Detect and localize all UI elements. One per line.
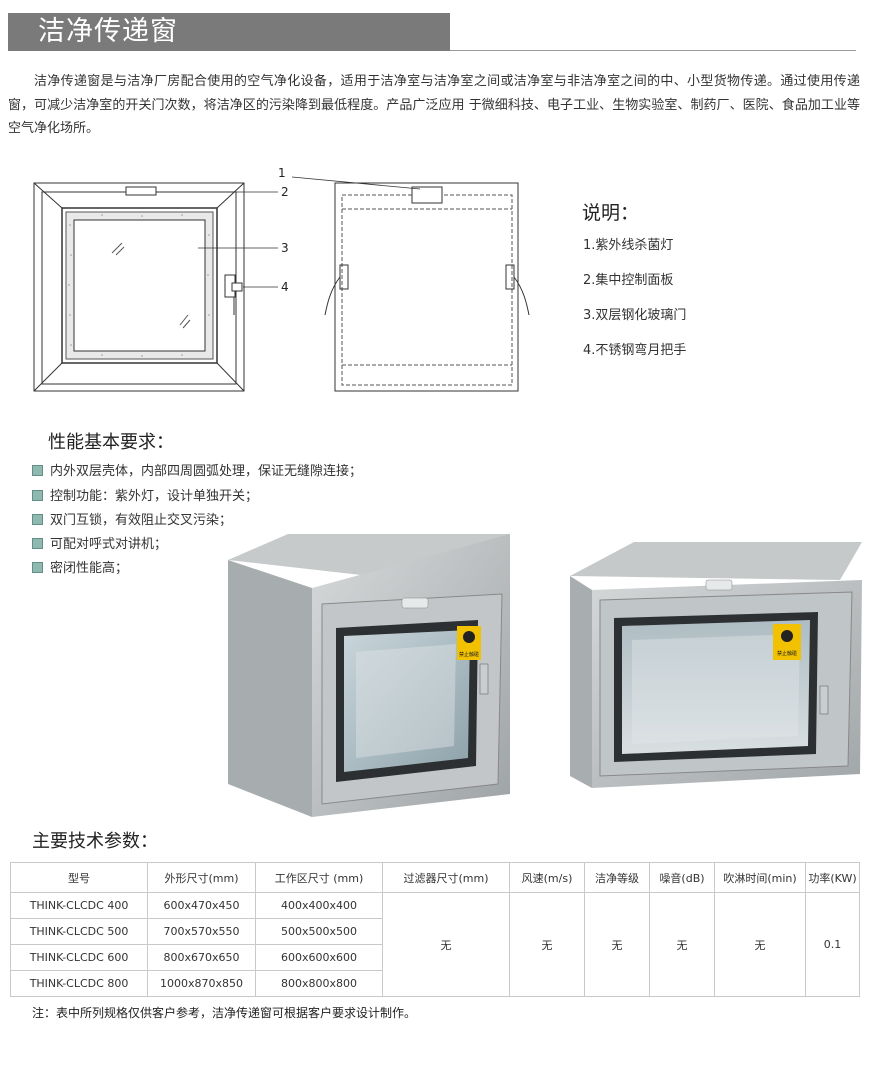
side-view-drawing: [324, 182, 530, 392]
cell-outer-size: 600x470x450: [147, 892, 256, 919]
warning-label-text-right: 禁止触碰: [777, 650, 797, 657]
cell-noise: 无: [649, 892, 715, 997]
table-row: THINK-CLCDC 800 1000x870x850 800x800x800: [10, 970, 860, 997]
cell-power: 0.1: [805, 892, 860, 997]
intro-paragraph: 洁净传递窗是与洁净厂房配合使用的空气净化设备，适用于洁净室与洁净室之间或洁净室与…: [8, 74, 860, 136]
warning-label-text-left: 禁止触碰: [459, 651, 479, 658]
performance-item: 密闭性能高；: [32, 559, 128, 579]
header-filter-size: 过滤器尺寸(mm): [382, 862, 510, 893]
cell-model: THINK-CLCDC 400: [10, 892, 148, 919]
title-divider: [450, 50, 856, 51]
cell-model: THINK-CLCDC 500: [10, 918, 148, 945]
front-view-drawing: [33, 182, 245, 392]
table-row: THINK-CLCDC 400 600x470x450 400x400x400 …: [10, 892, 860, 997]
table-row: THINK-CLCDC 600 800x670x650 600x600x600: [10, 944, 860, 971]
performance-item: 双门互锁，有效阻止交叉污染；: [32, 511, 232, 531]
legend-item-1: 1.紫外线杀菌灯: [583, 238, 674, 253]
header-power: 功率(KW): [805, 862, 860, 893]
cell-model: THINK-CLCDC 600: [10, 944, 148, 971]
bullet-square-icon: [32, 562, 43, 573]
params-title: 主要技术参数：: [32, 831, 158, 852]
cell-outer-size: 1000x870x850: [147, 970, 256, 997]
product-photo-right: 禁止触碰: [570, 542, 862, 788]
bullet-square-icon: [32, 538, 43, 549]
legend-title: 说明：: [582, 202, 640, 224]
legend-item-4: 4.不锈钢弯月把手: [583, 343, 687, 358]
technical-drawing: 1 2 3 4: [33, 166, 530, 392]
cell-work-size: 500x500x500: [255, 918, 383, 945]
performance-title: 性能基本要求：: [48, 432, 174, 453]
bullet-square-icon: [32, 514, 43, 525]
cell-clean-level: 无: [584, 892, 650, 997]
header-clean-level: 洁净等级: [584, 862, 650, 893]
callout-lines: [156, 176, 421, 288]
spec-table: 型号 外形尺寸(mm) 工作区尺寸 (mm) 过滤器尺寸(mm) 风速(m/s)…: [10, 862, 860, 997]
footnote: 注：表中所列规格仅供客户参考，洁净传递窗可根据客户要求设计制作。: [32, 1006, 417, 1020]
page-title: 洁净传递窗: [38, 16, 178, 47]
table-header-row: 型号 外形尺寸(mm) 工作区尺寸 (mm) 过滤器尺寸(mm) 风速(m/s)…: [10, 862, 860, 893]
cell-outer-size: 700x570x550: [147, 918, 256, 945]
title-banner: [8, 13, 450, 51]
callout-2: 2: [281, 185, 289, 199]
performance-item: 内外双层壳体，内部四周圆弧处理，保证无缝隙连接；: [32, 462, 362, 482]
header-work-size: 工作区尺寸 (mm): [255, 862, 383, 893]
header-outer-size: 外形尺寸(mm): [147, 862, 256, 893]
legend-item-3: 3.双层钢化玻璃门: [583, 308, 687, 323]
product-photo-left: 禁止触碰: [228, 534, 510, 817]
cell-model: THINK-CLCDC 800: [10, 970, 148, 997]
cell-work-size: 400x400x400: [255, 892, 383, 919]
bullet-square-icon: [32, 490, 43, 501]
cell-filter-size: 无: [382, 892, 510, 997]
legend-item-2: 2.集中控制面板: [583, 273, 674, 288]
callout-4: 4: [281, 280, 289, 294]
cell-work-size: 800x800x800: [255, 970, 383, 997]
bullet-square-icon: [32, 465, 43, 476]
performance-item: 控制功能：紫外灯，设计单独开关；: [32, 487, 258, 507]
cell-work-size: 600x600x600: [255, 944, 383, 971]
cell-outer-size: 800x670x650: [147, 944, 256, 971]
header-model: 型号: [10, 862, 148, 893]
header-air-speed: 风速(m/s): [509, 862, 585, 893]
header-noise: 噪音(dB): [649, 862, 715, 893]
cell-shower-time: 无: [714, 892, 806, 997]
table-row: THINK-CLCDC 500 700x570x550 500x500x500: [10, 918, 860, 945]
performance-item: 可配对呼式对讲机；: [32, 535, 167, 555]
callout-3: 3: [281, 241, 289, 255]
header-shower-time: 吹淋时间(min): [714, 862, 806, 893]
callout-1: 1: [278, 166, 286, 180]
gasket-texture: [68, 214, 210, 357]
cell-air-speed: 无: [509, 892, 585, 997]
